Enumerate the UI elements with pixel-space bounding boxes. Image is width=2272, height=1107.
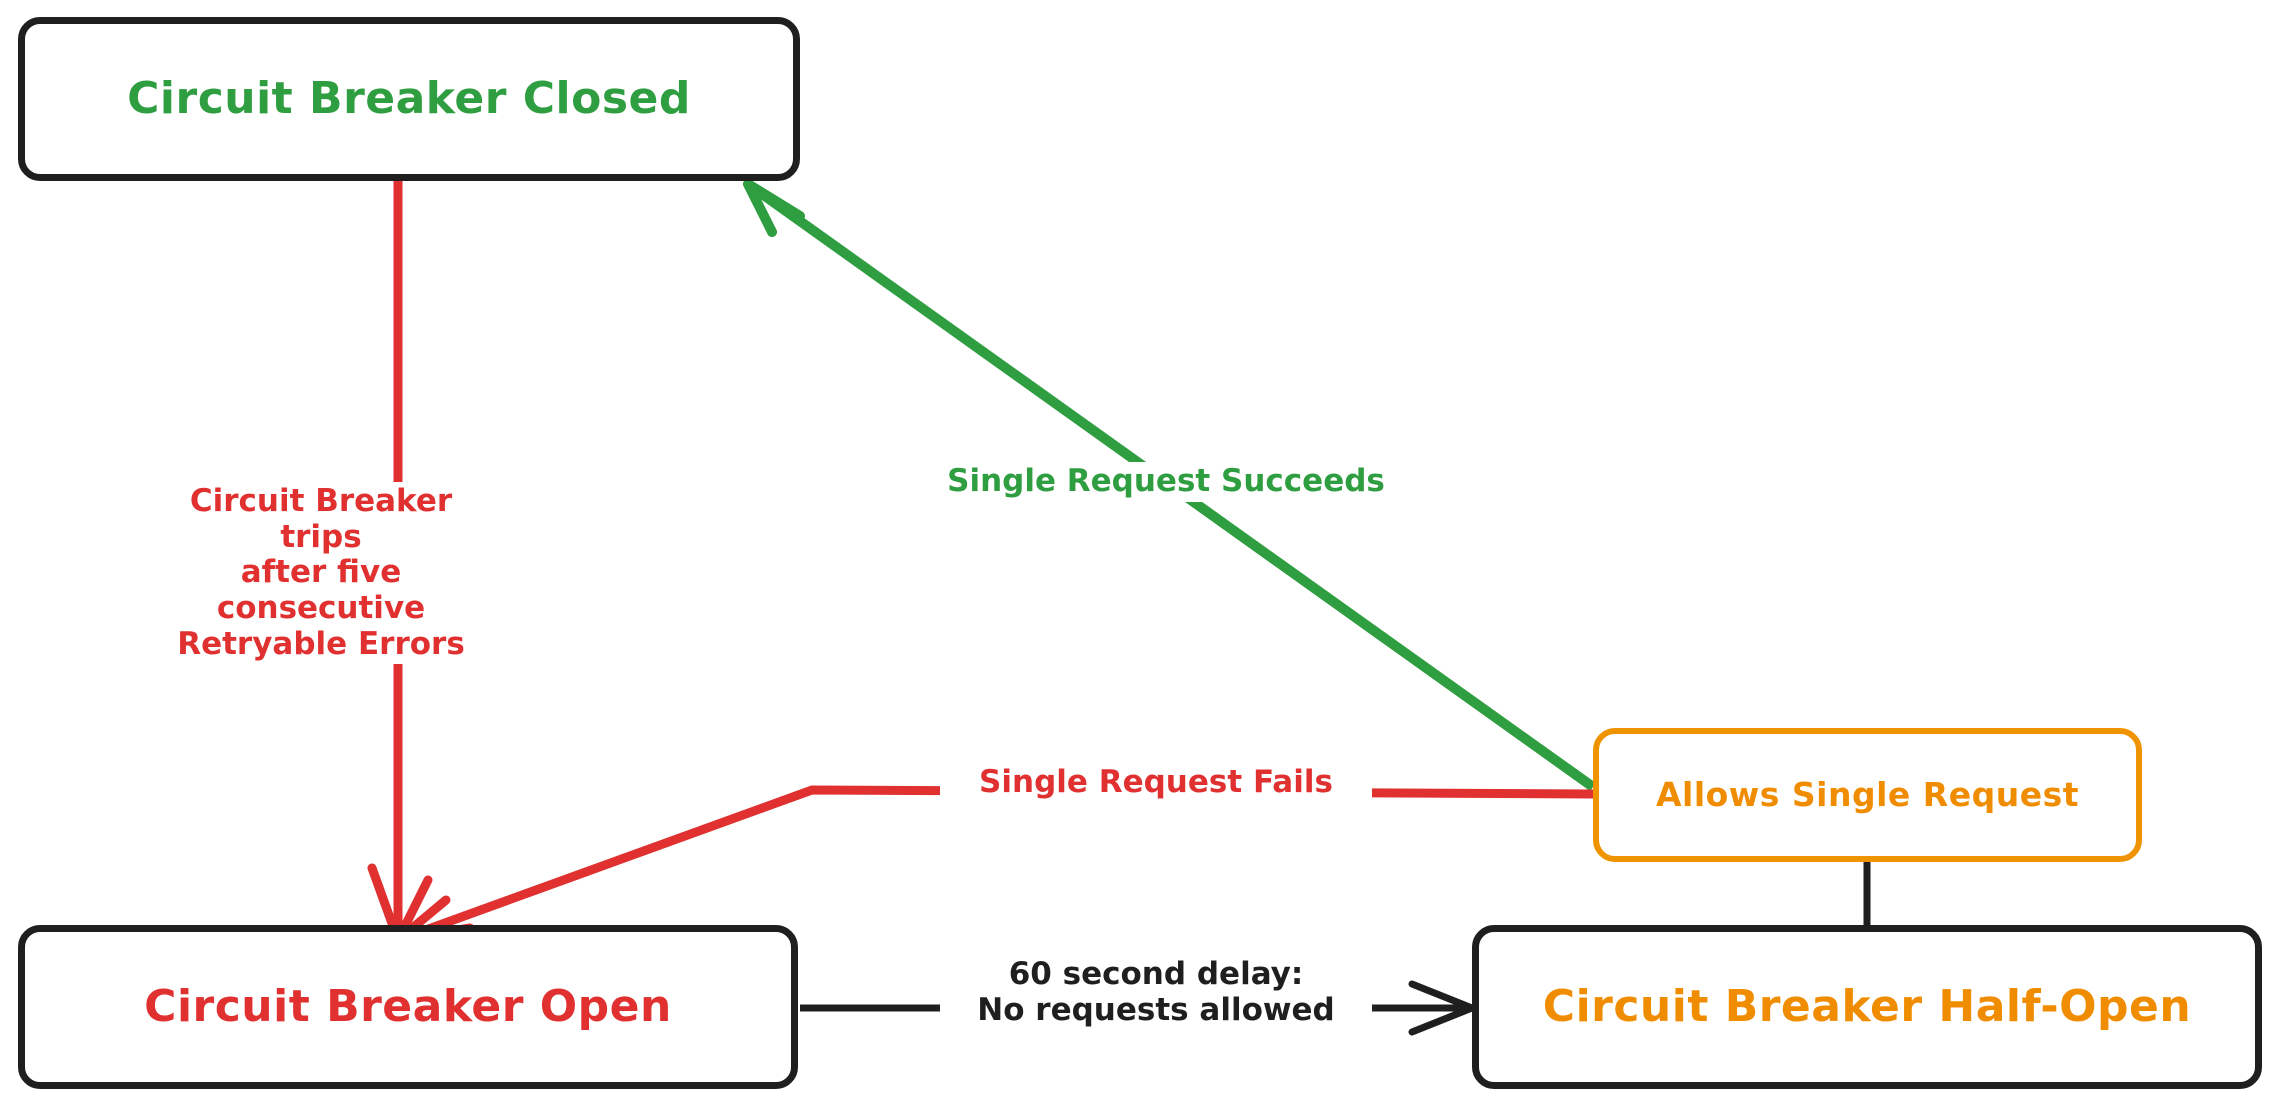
node-circuit-breaker-open[interactable]: Circuit Breaker Open bbox=[18, 925, 798, 1089]
edge-label-sixty-second-delay: 60 second delay: No requests allowed bbox=[940, 955, 1372, 1031]
node-label-allows-single-request: Allows Single Request bbox=[1655, 774, 2080, 814]
edge-fails bbox=[393, 785, 1594, 945]
edge-label-trip: Circuit Breaker trips after five consecu… bbox=[165, 482, 477, 665]
node-allows-single-request[interactable]: Allows Single Request bbox=[1593, 728, 2142, 862]
edge-label-single-request-succeeds: Single Request Succeeds bbox=[910, 462, 1422, 502]
node-circuit-breaker-closed[interactable]: Circuit Breaker Closed bbox=[18, 17, 800, 181]
node-label-half-open: Circuit Breaker Half-Open bbox=[1542, 980, 2192, 1032]
node-label-closed: Circuit Breaker Closed bbox=[127, 72, 691, 124]
edge-label-single-request-fails: Single Request Fails bbox=[940, 763, 1372, 803]
node-label-open: Circuit Breaker Open bbox=[144, 980, 672, 1032]
node-circuit-breaker-half-open[interactable]: Circuit Breaker Half-Open bbox=[1472, 925, 2262, 1089]
